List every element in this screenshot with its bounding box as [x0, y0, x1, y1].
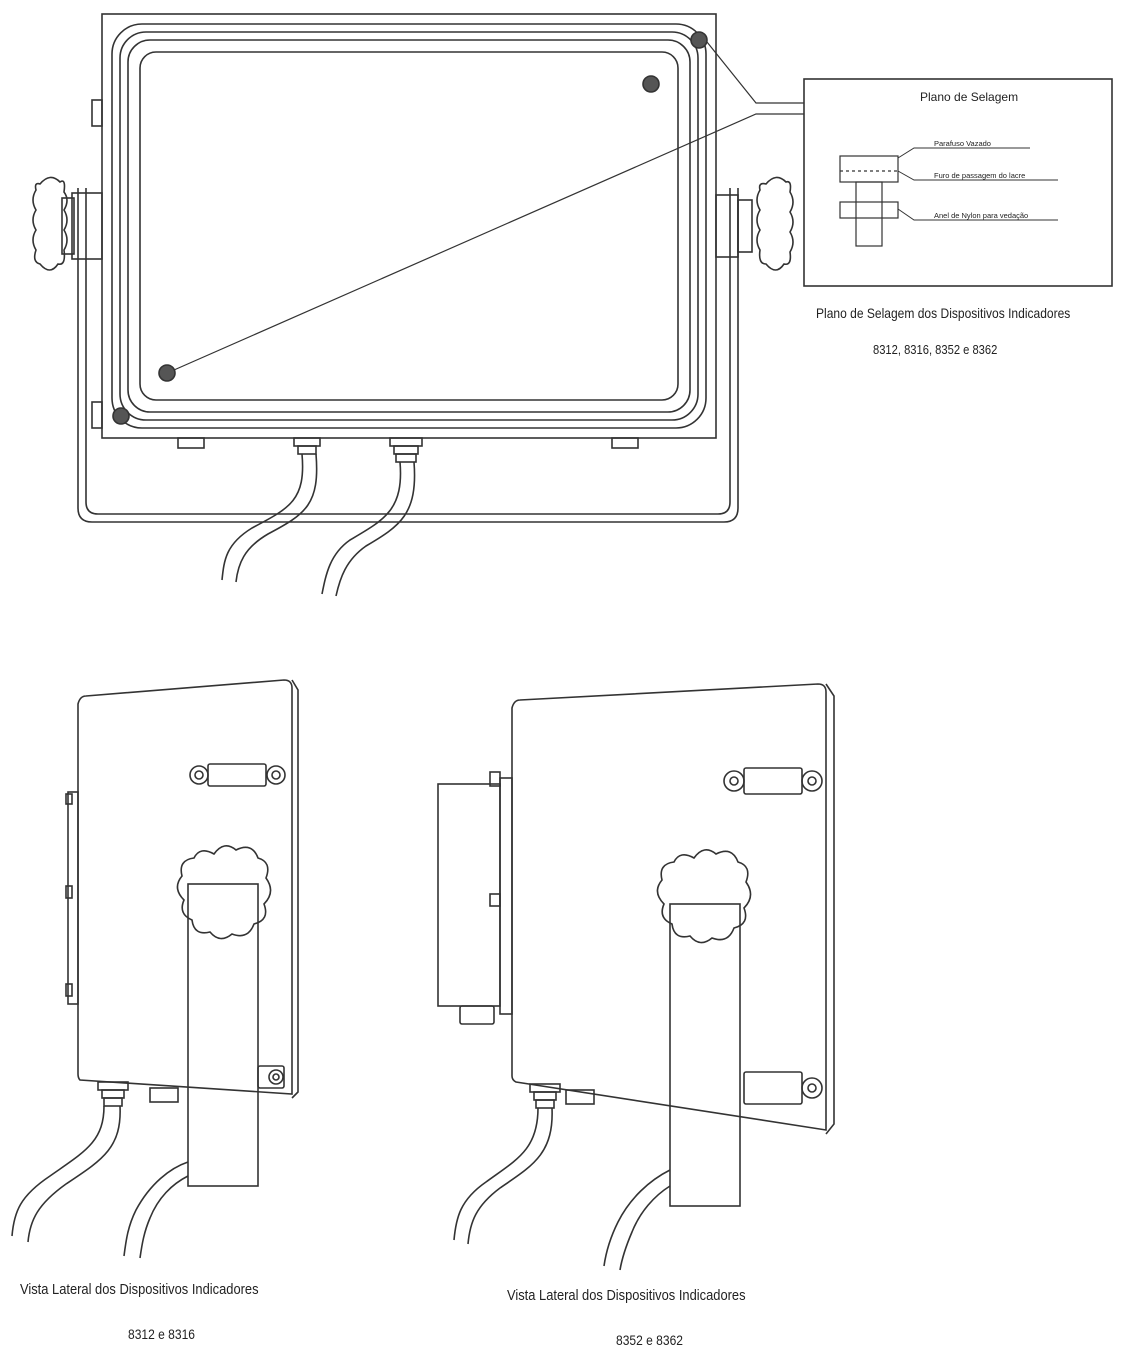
- side-left-models: 8312 e 8316: [128, 1326, 195, 1342]
- side-view-right: [437, 683, 835, 1271]
- front-view: [32, 13, 804, 597]
- cable-left: [221, 453, 318, 583]
- side-left-gland: [97, 1081, 179, 1107]
- side-left-top-slot: [189, 763, 286, 787]
- seal-label-hole: Furo de passagem do lacre: [934, 171, 1025, 180]
- side-left-cable-2: [123, 1161, 189, 1259]
- leader-top: [706, 41, 804, 104]
- screw-top-right: [690, 31, 708, 49]
- screw-window-left: [158, 364, 176, 382]
- side-right-bottom-slot: [743, 1071, 823, 1105]
- seal-callout-2: [897, 170, 1058, 181]
- side-left-knob: [176, 845, 272, 940]
- side-left-caption: Vista Lateral dos Dispositivos Indicador…: [20, 1281, 259, 1298]
- front-gasket-outer: [111, 23, 707, 429]
- side-right-cable-1: [453, 1107, 553, 1245]
- front-gasket-mid: [119, 31, 699, 421]
- cable-right: [321, 461, 416, 597]
- side-view-left: [11, 679, 299, 1259]
- seal-inset-title: Plano de Selagem: [920, 90, 1018, 104]
- side-left-body: [77, 679, 293, 1095]
- seal-label-screw: Parafuso Vazado: [934, 139, 991, 148]
- side-right-bracket-arm: [669, 903, 741, 1207]
- seal-inset: Plano de Selagem Parafuso Vazado Furo de…: [803, 78, 1113, 287]
- seal-plan-models: 8312, 8316, 8352 e 8362: [873, 342, 998, 357]
- front-enclosure: [101, 13, 717, 439]
- screw-window-right: [642, 75, 660, 93]
- seal-screw-profile: [839, 155, 899, 247]
- side-right-attached-box: [437, 771, 513, 1025]
- leader-diagonal: [173, 113, 804, 371]
- cable-gland-right: [389, 437, 423, 463]
- screw-bottom-left: [112, 407, 130, 425]
- side-right-models: 8352 e 8362: [616, 1332, 683, 1348]
- side-right-back-panel: [825, 683, 835, 1135]
- left-knob: [32, 176, 103, 271]
- side-left-bottom-slot: [257, 1065, 285, 1089]
- seal-callout-1: [897, 147, 1030, 159]
- right-knob: [715, 176, 794, 271]
- front-tab-bottom: [91, 401, 103, 429]
- seal-inset-frame: [803, 78, 1113, 287]
- seal-plan-caption: Plano de Selagem dos Dispositivos Indica…: [816, 305, 1071, 321]
- side-right-body: [511, 683, 827, 1131]
- side-left-cable-1: [11, 1105, 121, 1243]
- side-left-back-panel: [291, 679, 299, 1099]
- seal-callout-3: [897, 208, 1058, 221]
- front-window: [139, 51, 679, 401]
- front-stand: [77, 188, 739, 523]
- seal-label-ring: Anel de Nylon para vedação: [934, 211, 1028, 220]
- side-left-bracket-arm: [187, 883, 259, 1187]
- side-right-caption: Vista Lateral dos Dispositivos Indicador…: [507, 1287, 746, 1304]
- side-right-knob: [656, 849, 752, 944]
- side-right-gland: [529, 1083, 595, 1109]
- front-gasket-inner: [127, 39, 691, 413]
- front-tab-top: [91, 99, 103, 127]
- bottom-connector-left: [177, 437, 205, 449]
- side-right-top-slot: [723, 767, 823, 795]
- front-stand-inner: [85, 188, 731, 515]
- cable-gland-left: [293, 437, 321, 455]
- bottom-connector-right: [611, 437, 639, 449]
- side-right-cable-2: [603, 1169, 671, 1271]
